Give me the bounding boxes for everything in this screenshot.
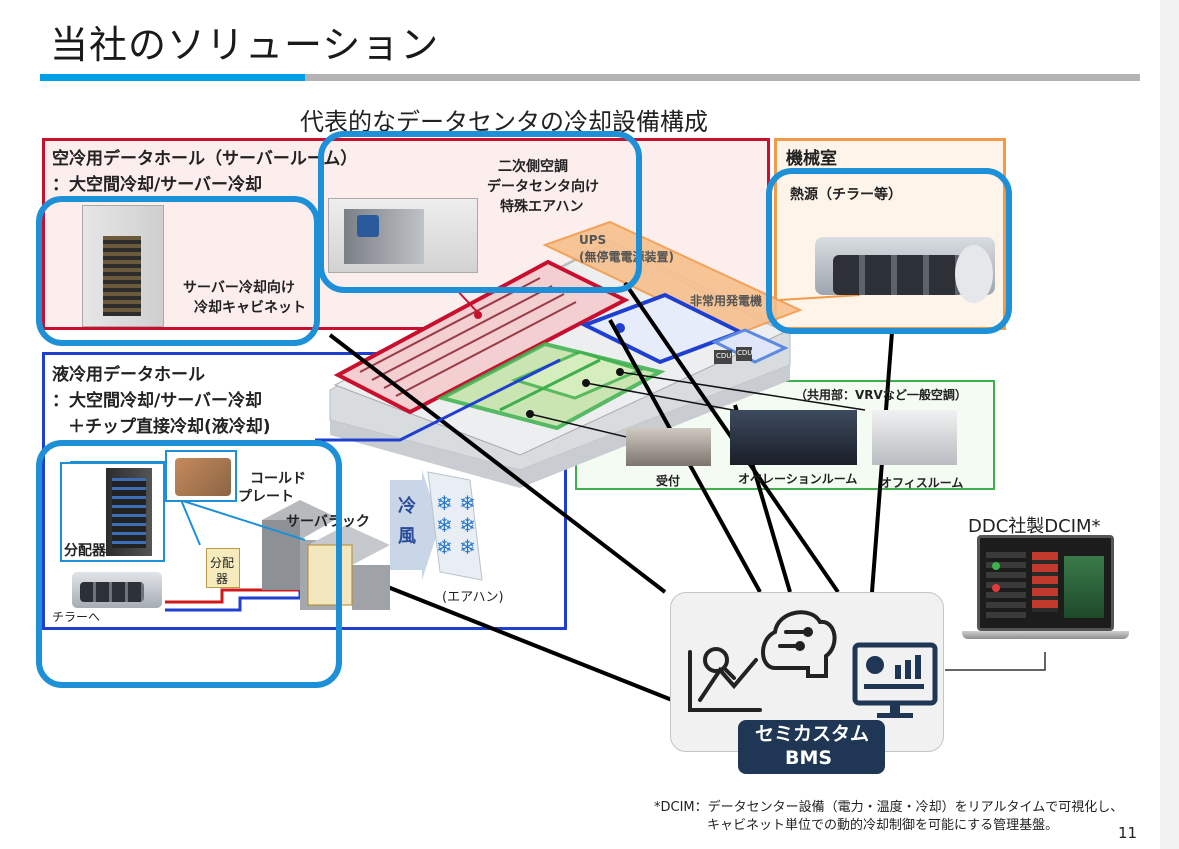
cold-plate-label-2: プレート [238, 489, 294, 505]
ups-label-1: UPS [579, 233, 607, 247]
reception-photo [626, 428, 711, 466]
footnote-line1: *DCIM：データセンター設備（電力・温度・冷却）をリアルタイムで可視化し、 [654, 800, 1124, 815]
page-number: 11 [1118, 824, 1138, 842]
liquid-hall-heading-1: 液冷用データホール [52, 365, 205, 385]
chiller-small-photo [72, 572, 162, 608]
fan-glyphs: ❄ ❄ ❄ ❄ ❄ ❄ [436, 491, 476, 559]
bms-label-badge [738, 720, 885, 774]
dashboard-monitor-icon [852, 642, 938, 718]
distributor-small-2: 器 [216, 572, 229, 586]
server-rack-rows [359, 277, 577, 397]
distributor-small-box [206, 548, 240, 588]
office-room-label: オフィスルーム [880, 476, 964, 490]
machine-room-heading: 機械室 [786, 149, 837, 169]
callout-ahu [318, 131, 642, 293]
office-room-photo [872, 410, 957, 465]
cold-plate-photo [165, 450, 237, 502]
air-hall-heading-2: ：大空間冷却/サーバー冷却 [52, 175, 263, 195]
cooling-cabinet-label-2: 冷却キャビネット [194, 300, 306, 316]
server-racks [262, 500, 390, 610]
ahu-label-3: 特殊エアハン [500, 199, 584, 215]
reception-label: 受付 [656, 474, 681, 488]
cold-wind-label-1: 冷 [398, 496, 416, 517]
building-wall [330, 365, 790, 488]
distributor-photo-frame [60, 462, 165, 562]
liquid-hall-heading-2: ：大空間冷却/サーバー冷却 [52, 391, 263, 411]
cdu-label-2: CDU [737, 349, 753, 357]
bms-label-1: セミカスタム [755, 723, 870, 745]
analytics-icon [688, 647, 762, 712]
liquid-hall-heading-3: ＋チップ直接冷却(液冷却) [68, 417, 271, 437]
cooling-cabinet-photo [82, 205, 164, 327]
title-underline-accent [40, 74, 305, 81]
server-rack-label: サーバラック [286, 514, 370, 530]
bms-label-2: BMS [785, 747, 833, 769]
ahu-label-2: データセンタ向け [487, 179, 599, 195]
chiller-photo [815, 225, 995, 310]
brain-icon [761, 610, 837, 678]
ahu-label-1: 二次側空調 [498, 159, 568, 175]
air-hall-heading-1: 空冷用データホール（サーバールーム） [52, 149, 358, 169]
cdu-box-1 [714, 350, 732, 364]
heat-source-label: 熱源（チラー等） [790, 187, 902, 203]
distributor-label: 分配器 [64, 543, 106, 559]
distributor-small-1: 分配 [210, 556, 235, 570]
dcim-laptop-base [962, 631, 1129, 639]
callout-cooling-cabinet [36, 196, 320, 346]
dcim-laptop-screen [977, 535, 1114, 631]
cdu-box-2 [736, 347, 752, 361]
cdu-label-1: CDU [716, 352, 732, 360]
liquid-hall-connector [315, 358, 561, 442]
callout-liquid-cooling [36, 440, 342, 688]
callout-heat-source [766, 168, 1012, 334]
operation-room-photo [730, 410, 857, 465]
dcim-label: DDC社製DCIM* [968, 516, 1101, 537]
operation-room-label: オペレーションルーム [738, 472, 858, 486]
ahu-fan-panel [427, 471, 483, 581]
cold-plate-label-1: コールド [250, 471, 306, 487]
chiller-to-label: チラーへ [52, 610, 101, 624]
cooling-cabinet-label-1: サーバー冷却向け [183, 280, 295, 296]
air-hall-marker [474, 311, 482, 319]
footnote-line2: キャビネット単位での動的冷却制御を可能にする管理基盤。 [707, 818, 1059, 833]
slide-title: 当社のソリューション [50, 23, 440, 67]
cold-wind-label-2: 風 [398, 526, 416, 547]
ahu-paren-label: (エアハン) [442, 590, 504, 605]
generator-label: 非常用発電機 [690, 294, 763, 308]
title-underline [305, 74, 1140, 81]
ups-label-2: (無停電電源装置) [579, 250, 674, 264]
dcim-link [945, 652, 1046, 671]
cold-wind-arrow [390, 480, 422, 570]
ahu-photo [328, 198, 478, 273]
common-area-heading: （共用部：VRVなど一般空調） [795, 388, 967, 402]
